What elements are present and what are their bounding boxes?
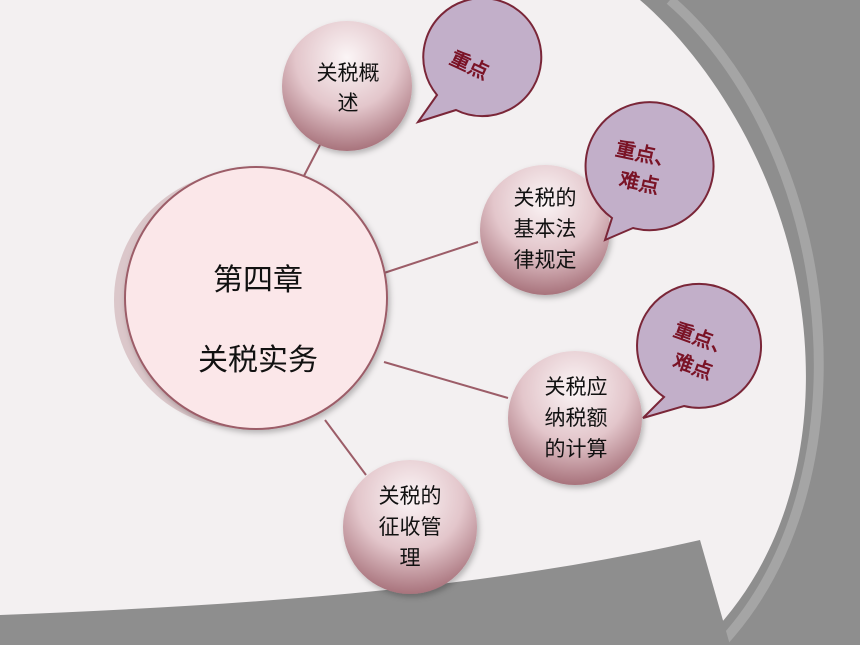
callout-basic-law: 重点、 难点 bbox=[584, 101, 715, 242]
connectors bbox=[293, 144, 509, 476]
topic-basic-law-line-2: 基本法 bbox=[514, 217, 577, 241]
connector-administration bbox=[324, 419, 367, 476]
topic-basic-law-circle bbox=[480, 165, 610, 295]
topic-overview-circle bbox=[282, 21, 412, 151]
topic-calculation-circle bbox=[508, 351, 642, 485]
topic-administration-line-1: 关税的 bbox=[379, 484, 442, 508]
topic-administration: 关税的 征收管 理 bbox=[343, 460, 477, 594]
topic-basic-law-line-1: 关税的 bbox=[514, 186, 577, 210]
connector-basic-law bbox=[383, 241, 479, 274]
topic-overview-line-2: 述 bbox=[338, 91, 359, 115]
callout-calculation-bubble bbox=[636, 282, 762, 419]
topic-calculation-line-1: 关税应 bbox=[545, 375, 608, 399]
callout-overview: 重点 bbox=[415, 0, 543, 124]
center-title: 第四章 bbox=[213, 263, 303, 298]
topic-basic-law: 关税的 基本法 律规定 bbox=[480, 165, 610, 295]
topic-administration-line-3: 理 bbox=[400, 546, 421, 570]
callout-overview-bubble bbox=[415, 0, 543, 124]
callout-calculation: 重点、 难点 bbox=[636, 282, 762, 419]
topic-calculation-line-2: 纳税额 bbox=[545, 406, 608, 430]
center-subtitle: 关税实务 bbox=[198, 343, 318, 378]
center-node-circle bbox=[124, 166, 388, 430]
connector-calculation bbox=[383, 361, 509, 399]
topic-administration-circle bbox=[343, 460, 477, 594]
callout-basic-law-bubble bbox=[584, 101, 715, 242]
topic-calculation: 关税应 纳税额 的计算 bbox=[508, 351, 642, 485]
topic-administration-line-2: 征收管 bbox=[379, 515, 442, 539]
topic-overview: 关税概 述 bbox=[282, 21, 412, 151]
topic-overview-line-1: 关税概 bbox=[317, 61, 380, 85]
center-node: 第四章 关税实务 bbox=[114, 166, 388, 430]
topic-basic-law-line-3: 律规定 bbox=[514, 248, 577, 272]
topic-calculation-line-3: 的计算 bbox=[545, 437, 608, 461]
